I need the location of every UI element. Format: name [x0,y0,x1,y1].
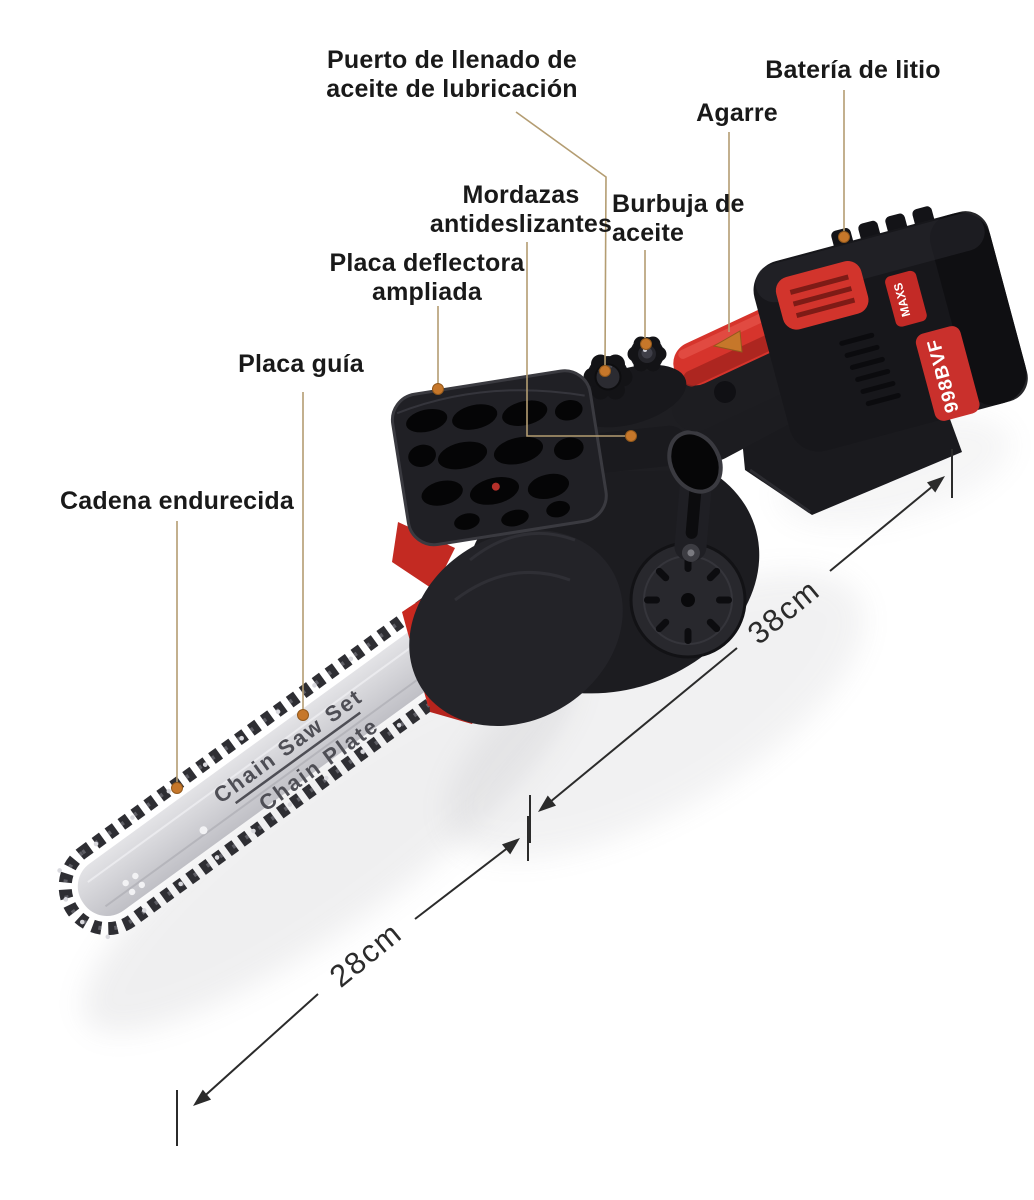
battery-brand-label: MAXS [885,270,927,327]
deflector-plate [390,369,608,547]
label-line: Mordazas [462,181,580,209]
bar-plate [77,592,501,916]
label-hardened-chain: Cadena endurecida [60,487,294,516]
dot-jaws [625,430,637,442]
label-line: Burbuja de [612,190,745,218]
tube-opening [667,430,723,494]
dimension-38cm: 38cm [529,449,953,843]
dimension-28cm-text: 28cm [323,915,408,994]
battery-pack: MAXS 998BVF [753,206,1028,452]
battery-vents [839,332,901,407]
honeycomb-holes [406,400,584,530]
label-deflector-plate: Placa deflectora ampliada [330,249,525,307]
chain-highlight [63,580,513,931]
label-line: Agarre [696,99,778,127]
dot-deflector [432,383,444,395]
label-oil-fill-port: Puerto de llenado de aceite de lubricaci… [326,46,578,104]
label-line: aceite de lubricación [326,75,578,103]
clutch-disc [629,541,747,659]
dot-chain [171,782,183,794]
lock-button [714,381,736,403]
label-line: Placa deflectora [329,249,525,277]
dimension-28cm: 28cm [176,816,529,1146]
dot-oil-bubble [640,338,652,350]
dot-oil-port [599,365,611,377]
oil-fill-cap[interactable] [567,353,694,439]
chain-rivets [57,656,402,940]
leader-lines [176,90,845,782]
label-line: Placa guía [238,350,364,378]
label-guide-plate: Placa guía [238,350,364,379]
leader-oil-port [515,111,607,367]
label-line: ampliada [372,278,482,306]
dot-battery [838,231,850,243]
label-line: antideslizantes [429,210,613,238]
label-grip: Agarre [696,99,778,128]
label-antislip-jaws: Mordazas antideslizantes [430,181,612,239]
dot-guide-bar [297,709,309,721]
bar-holes [122,826,208,896]
dimension-38cm-text: 38cm [741,572,826,651]
arrow-grip [712,330,743,353]
label-lithium-battery: Batería de litio [765,56,940,85]
label-line: Batería de litio [765,56,941,84]
battery-model-label: 998BVF [915,326,980,421]
label-line: Cadena endurecida [59,487,295,515]
battery-latch[interactable] [773,258,872,333]
label-line: aceite [612,219,685,247]
label-oil-bubble: Burbuja de aceite [612,190,745,248]
label-line: Puerto de llenado de [327,46,577,74]
red-glimpse [491,482,500,491]
leader-jaws [526,242,626,437]
callout-dots [171,231,850,794]
